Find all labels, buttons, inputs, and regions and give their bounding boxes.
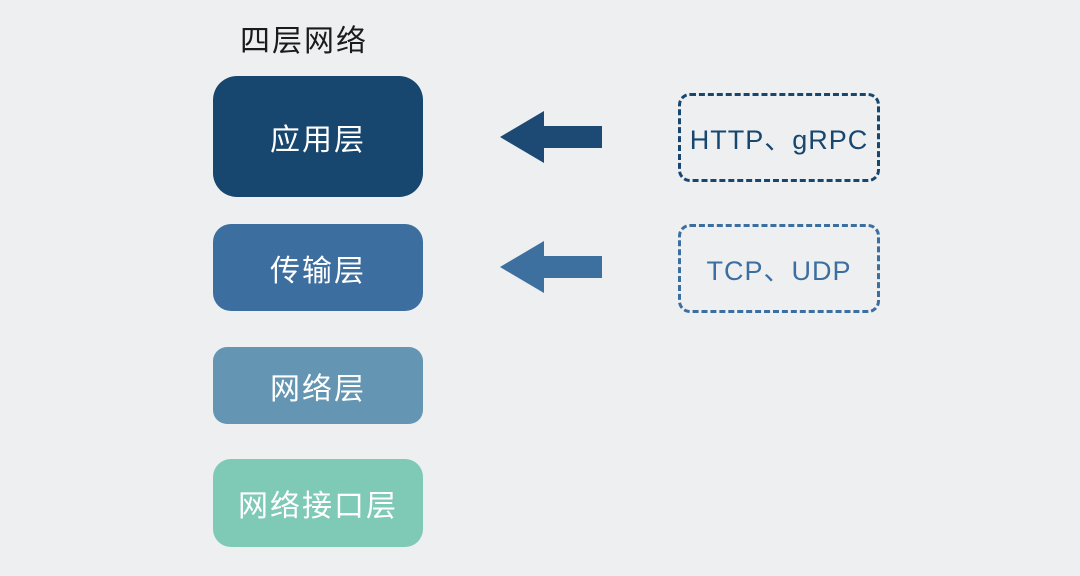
left-arrow-icon-application bbox=[500, 111, 602, 163]
protocol-label-http-grpc: HTTP、gRPC bbox=[689, 125, 869, 155]
layer-label-application: 应用层 bbox=[270, 123, 366, 157]
layer-box-application: 应用层 bbox=[213, 76, 423, 197]
protocol-box-http-grpc: HTTP、gRPC bbox=[678, 93, 880, 182]
arrow-shape bbox=[500, 241, 602, 293]
layer-box-network-interface: 网络接口层 bbox=[213, 459, 423, 547]
layer-label-network-interface: 网络接口层 bbox=[238, 490, 398, 523]
layer-box-transport: 传输层 bbox=[213, 224, 423, 311]
arrow-shape bbox=[500, 111, 602, 163]
diagram-title: 四层网络 bbox=[240, 25, 368, 58]
protocol-label-tcp-udp: TCP、UDP bbox=[706, 256, 852, 286]
layer-box-network: 网络层 bbox=[213, 347, 423, 424]
left-arrow-icon-transport bbox=[500, 241, 602, 293]
layer-label-transport: 传输层 bbox=[270, 254, 366, 288]
protocol-box-tcp-udp: TCP、UDP bbox=[678, 224, 880, 313]
layer-label-network: 网络层 bbox=[270, 372, 366, 406]
